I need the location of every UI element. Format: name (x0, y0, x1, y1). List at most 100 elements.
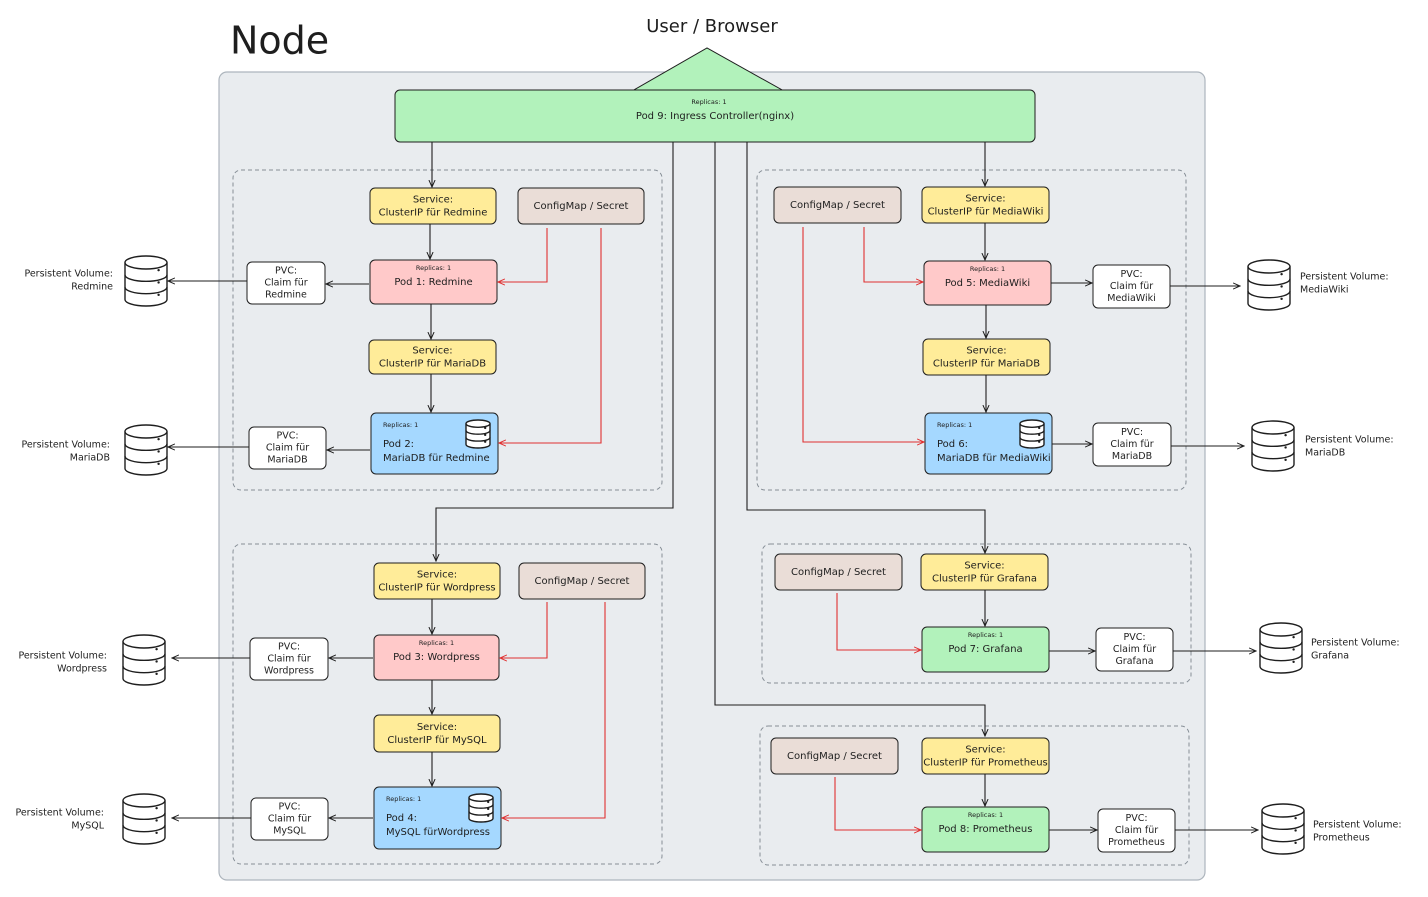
redmine-configmap-label: ConfigMap / Secret (534, 201, 629, 212)
mediawiki-pod-label: Pod 5: MediaWiki (945, 278, 1030, 289)
redmine-pod-replicas: Replicas: 1 (416, 264, 451, 272)
route-ingress-wordpress (436, 142, 674, 561)
wordpress-db-pod-replicas: Replicas: 1 (386, 795, 421, 803)
grafana-pvc-label: Claim für (1113, 644, 1156, 655)
wordpress-db-pod-label: Pod 4: (386, 813, 417, 824)
wordpress-pvc[interactable]: PVC:Claim fürWordpress (249, 637, 329, 681)
redmine-db-pv-label-text: MariaDB (70, 453, 110, 464)
mediawiki-db-service-label: Service: (966, 346, 1006, 357)
mediawiki-db-service[interactable]: Service: ClusterIP für MariaDB (922, 338, 1051, 376)
wordpress-service[interactable]: Service:ClusterIP für Wordpress (373, 562, 501, 600)
redmine-service[interactable]: Service:ClusterIP für Redmine (369, 187, 497, 225)
prometheus-service[interactable]: Service:ClusterIP für Prometheus (921, 737, 1050, 775)
mediawiki-db-service-label: ClusterIP für MariaDB (933, 359, 1040, 370)
wordpress-db-pod[interactable]: Replicas: 1 Pod 4: MySQL fürWordpress (373, 786, 502, 850)
mediawiki-service[interactable]: Service:ClusterIP für MediaWiki (921, 186, 1050, 224)
user-browser-triangle (630, 47, 786, 92)
mediawiki-pvc-label: PVC: (1120, 269, 1142, 280)
wordpress-db-service[interactable]: Service:ClusterIP für MySQL (373, 714, 501, 753)
mediawiki-pvc-label: Claim für (1110, 281, 1153, 292)
wordpress-service-label: Service: (417, 570, 457, 581)
prometheus-configmap-label: ConfigMap / Secret (787, 751, 882, 762)
mediawiki-db-pvc-label: PVC: (1121, 427, 1143, 438)
grafana-configmap[interactable]: ConfigMap / Secret (774, 553, 903, 591)
redmine-pv-label-text: Redmine (71, 282, 113, 293)
wordpress-db-pv-label: Persistent Volume: MySQL (15, 808, 104, 832)
grafana-service-shape (920, 553, 1049, 591)
wordpress-db-pv-label-text: MySQL (71, 821, 104, 832)
redmine-pod[interactable]: Replicas: 1 Pod 1: Redmine (369, 259, 498, 305)
wordpress-db-pvc-label: MySQL (273, 826, 306, 837)
wordpress-db-pv-icon (122, 793, 166, 845)
redmine-pvc-label: Redmine (265, 290, 307, 301)
redmine-group (232, 169, 663, 491)
wordpress-pvc-shape (249, 637, 329, 681)
redmine-db-pvc-label: PVC: (276, 431, 298, 442)
grafana-configmap-label: ConfigMap / Secret (791, 567, 886, 578)
wordpress-db-pod-label: MySQL fürWordpress (386, 827, 490, 838)
grafana-service[interactable]: Service:ClusterIP für Grafana (920, 553, 1049, 591)
wordpress-pod-shape (373, 634, 500, 681)
grafana-service-label: ClusterIP für Grafana (932, 574, 1037, 585)
mediawiki-db-service-shape (922, 338, 1051, 376)
wordpress-pv-label-text: Persistent Volume: (18, 651, 107, 662)
redmine-db-pvc-label: Claim für (266, 443, 309, 454)
redmine-db-service[interactable]: Service:ClusterIP für MariaDB (368, 339, 497, 375)
node-container (218, 71, 1206, 881)
prometheus-service-shape (921, 737, 1050, 775)
prometheus-configmap[interactable]: ConfigMap / Secret (770, 737, 899, 775)
redmine-pv-label: Persistent Volume:Redmine (24, 269, 113, 293)
prometheus-pvc-label: Claim für (1115, 825, 1158, 836)
prometheus-pvc-label: PVC: (1125, 813, 1147, 824)
mediawiki-db-pod-database-icon (1019, 419, 1045, 449)
mediawiki-db-pvc-label: Claim für (1110, 439, 1153, 450)
wordpress-configmap[interactable]: ConfigMap / Secret (518, 562, 646, 600)
redmine-configmap[interactable]: ConfigMap / Secret (517, 187, 645, 225)
redmine-pod-label: Pod 1: Redmine (394, 277, 472, 288)
mediawiki-configmap-shape (773, 186, 902, 224)
mediawiki-service-shape (921, 186, 1050, 224)
wordpress-group (232, 543, 663, 865)
prometheus-pv-label: Persistent Volume:Prometheus (1313, 820, 1402, 844)
route-ingress-grafana (746, 142, 985, 553)
mediawiki-configmap-label: ConfigMap / Secret (790, 200, 885, 211)
wordpress-db-pv-label-text: Persistent Volume: (15, 808, 104, 819)
grafana-pvc-shape (1095, 627, 1174, 672)
mediawiki-configmap[interactable]: ConfigMap / Secret (773, 186, 902, 224)
mediawiki-config-to-dbpod (802, 227, 924, 442)
prometheus-group (759, 725, 1190, 866)
grafana-configmap-shape (774, 553, 903, 591)
redmine-service-label: Service: (413, 195, 453, 206)
grafana-pv-label: Persistent Volume:Grafana (1311, 638, 1400, 662)
wordpress-pvc-label: Wordpress (264, 666, 314, 677)
mediawiki-db-pod-label: MariaDB für MediaWiki (937, 453, 1051, 464)
redmine-pvc-label: PVC: (275, 266, 297, 277)
redmine-service-shape (369, 187, 497, 225)
wordpress-configmap-label: ConfigMap / Secret (535, 576, 630, 587)
wordpress-db-pvc-shape (250, 797, 329, 841)
ingress-label: Pod 9: Ingress Controller(nginx) (636, 111, 794, 122)
wordpress-pv-label: Persistent Volume:Wordpress (18, 651, 107, 675)
grafana-pv-icon (1259, 622, 1303, 674)
mediawiki-pv-icon (1247, 259, 1291, 311)
prometheus-config-to-pod (834, 777, 921, 830)
redmine-db-pvc-shape (248, 426, 327, 470)
wordpress-pod-label: Pod 3: Wordpress (393, 652, 480, 663)
wordpress-db-service-label: Service: (417, 722, 457, 733)
grafana-pod-replicas: Replicas: 1 (968, 631, 1003, 639)
